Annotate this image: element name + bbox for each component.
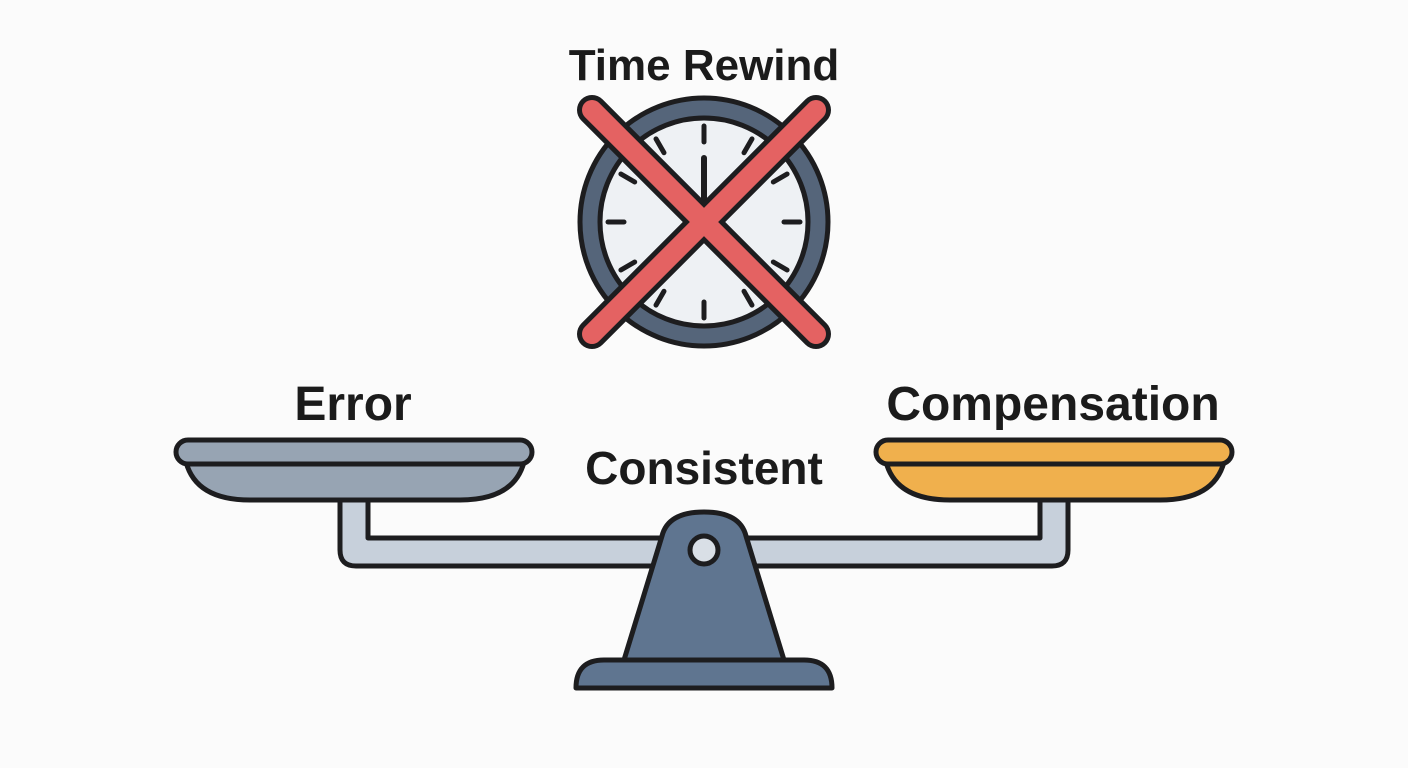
right-pan (883, 459, 1227, 503)
label-error: Error (294, 378, 411, 431)
clock-tick (770, 259, 790, 273)
fulcrum-pivot (687, 533, 721, 567)
clock-ticks (605, 123, 803, 321)
right-pan-rim (873, 437, 1235, 467)
clock-tick (741, 288, 755, 308)
clock-tick (618, 259, 638, 273)
balance-scale-icon (173, 437, 1235, 691)
scale-fulcrum (621, 509, 787, 663)
title-time-rewind: Time Rewind (569, 41, 840, 90)
clock-tick (653, 288, 667, 308)
label-compensation: Compensation (886, 378, 1219, 431)
clock-tick (741, 136, 755, 156)
left-pan (183, 459, 527, 503)
clock-tick (618, 171, 638, 185)
label-consistent: Consistent (585, 442, 823, 494)
scale-base (573, 657, 835, 691)
left-pan-rim (173, 437, 535, 467)
clock-tick (770, 171, 790, 185)
cross-mark-icon (577, 95, 831, 349)
clock-tick (653, 136, 667, 156)
